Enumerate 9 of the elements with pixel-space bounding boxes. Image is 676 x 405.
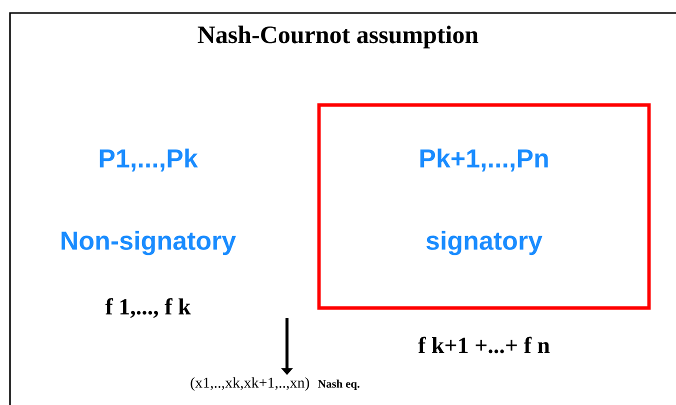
group-text: Non-signatory	[62, 230, 236, 256]
group-box	[317, 103, 651, 310]
title: Nash-Cournot assumption	[198, 26, 478, 48]
group-text: Pk+1,...,Pn	[420, 148, 548, 172]
payoff-list: f 1,..., f k	[105, 298, 191, 318]
group-text: P1,...,Pk	[100, 148, 198, 172]
group-text: signatory	[426, 230, 542, 256]
payoff-sum: f k+1 +...+ f n	[418, 336, 550, 354]
equilibrium-text: (x1,..,xk,xk+1,..,xn) Nash eq.	[190, 377, 360, 391]
